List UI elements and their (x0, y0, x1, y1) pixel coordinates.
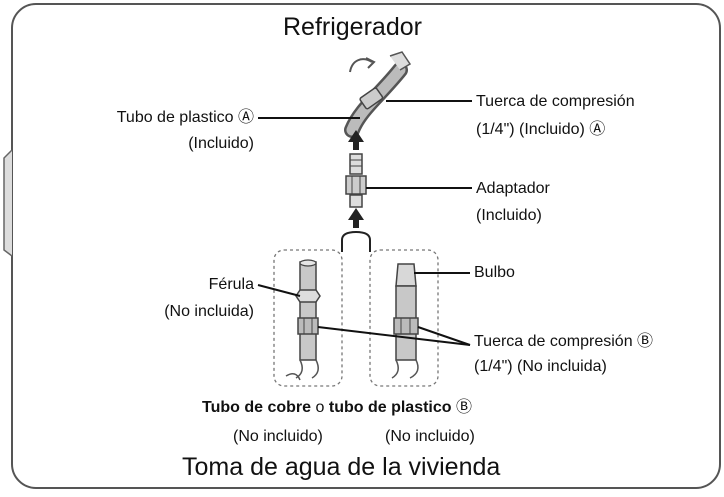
leader-ferula (257, 284, 301, 297)
leader-tuerca-b-left (317, 326, 471, 346)
plastic-tube-bulb-icon (391, 263, 419, 379)
label-tubo-plastico-a-incluido: (Incluido) (188, 135, 254, 152)
caption-tubo-plastico: tubo de plastico (328, 399, 452, 416)
label-ferula: Férula (208, 276, 254, 293)
copper-tube-icon (285, 259, 321, 381)
caption-o: o (315, 399, 325, 416)
caption-no-incluido-left: (No incluido) (233, 428, 323, 445)
compression-nut-a-icon (359, 87, 384, 110)
title-refrigerador: Refrigerador (283, 13, 422, 41)
option-box-left (273, 249, 343, 387)
label-adaptador: Adaptador (476, 180, 550, 197)
label-tubo-plastico-a: Tubo de plastico Ⓐ (116, 109, 254, 126)
caption-b-mark: Ⓑ (455, 399, 472, 416)
label-tuerca-b: Tuerca de compresión Ⓑ (474, 333, 654, 350)
label-tuerca-b-detail: (1/4") (No incluida) (474, 358, 607, 375)
title-toma-de-agua: Toma de agua de la vivienda (182, 453, 501, 481)
label-adaptador-incluido: (Incluido) (476, 207, 542, 224)
caption-no-incluido-right: (No incluido) (385, 428, 475, 445)
option-box-right (369, 249, 439, 387)
label-bulbo: Bulbo (474, 264, 515, 281)
label-tuerca-a: Tuerca de compresión (476, 93, 635, 110)
arrow-up-icon (348, 208, 364, 228)
adapter-icon (345, 153, 367, 208)
caption-tubo-cobre: Tubo de cobre (202, 399, 312, 416)
page-tab (3, 149, 13, 257)
label-tuerca-a-detail: (1/4") (Incluido) Ⓐ (476, 121, 606, 138)
leader-tuerca-b-right (417, 326, 471, 346)
label-ferula-no-incluida: (No incluida) (164, 303, 254, 320)
caption-tubo-line: Tubo de cobre o tubo de plastico Ⓑ (202, 398, 472, 418)
arrow-up-icon (348, 130, 364, 150)
branch-connector (341, 230, 371, 252)
